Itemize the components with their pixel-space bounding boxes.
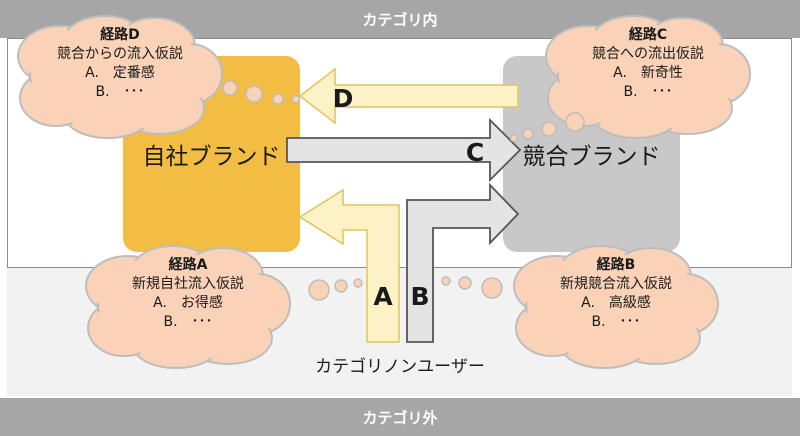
category-outside-footer: カテゴリ外 (0, 398, 800, 436)
route-d-item2: B. ･･･ (95, 84, 145, 100)
route-a-title: 経路A (168, 257, 208, 273)
route-a-item1: A. お得感 (153, 295, 223, 311)
arrow-c-shape (286, 117, 522, 183)
route-c-item2: B. ･･･ (623, 84, 673, 100)
route-d-cloud: 経路D 競合からの流入仮説 A. 定番感 B. ･･･ (30, 26, 210, 102)
route-c-subtitle: 競合への流出仮説 (592, 46, 704, 62)
route-c-item1: A. 新奇性 (613, 65, 683, 81)
arrow-a-letter: A (373, 281, 393, 311)
category-inside-label: カテゴリ内 (362, 10, 438, 29)
category-outside-label: カテゴリ外 (362, 408, 438, 427)
arrow-d-shape (298, 67, 519, 125)
route-a-subtitle: 新規自社流入仮説 (132, 276, 244, 292)
route-a-item2: B. ･･･ (163, 314, 213, 330)
cloud-a-trail (308, 278, 363, 301)
route-c-title: 経路C (628, 27, 668, 43)
arrow-c-letter: C (465, 137, 485, 167)
route-b-item1: A. 高級感 (581, 295, 651, 311)
non-user-label: カテゴリノンユーザー (315, 357, 485, 377)
route-b-cloud: 経路B 新規競合流入仮説 A. 高級感 B. ･･･ (526, 256, 706, 332)
route-a-cloud: 経路A 新規自社流入仮説 A. お得感 B. ･･･ (98, 256, 278, 332)
arrow-a-shape (298, 188, 400, 343)
cloud-d-trail (222, 80, 301, 105)
route-d-subtitle: 競合からの流入仮説 (57, 46, 183, 62)
cloud-b-trail (441, 276, 503, 299)
cloud-c-trail (509, 112, 585, 143)
arrow-b-shape (406, 182, 520, 343)
route-c-cloud: 経路C 競合への流出仮説 A. 新奇性 B. ･･･ (558, 26, 738, 102)
route-d-title: 経路D (100, 27, 140, 43)
arrow-d-letter: D (332, 83, 354, 113)
competitor-brand-label: 競合ブランド (522, 144, 661, 170)
route-b-item2: B. ･･･ (591, 314, 641, 330)
route-d-item1: A. 定番感 (85, 65, 155, 81)
arrow-b-letter: B (410, 281, 430, 311)
own-brand-label: 自社ブランド (142, 144, 281, 170)
route-b-title: 経路B (596, 257, 636, 273)
route-b-subtitle: 新規競合流入仮説 (560, 276, 672, 292)
